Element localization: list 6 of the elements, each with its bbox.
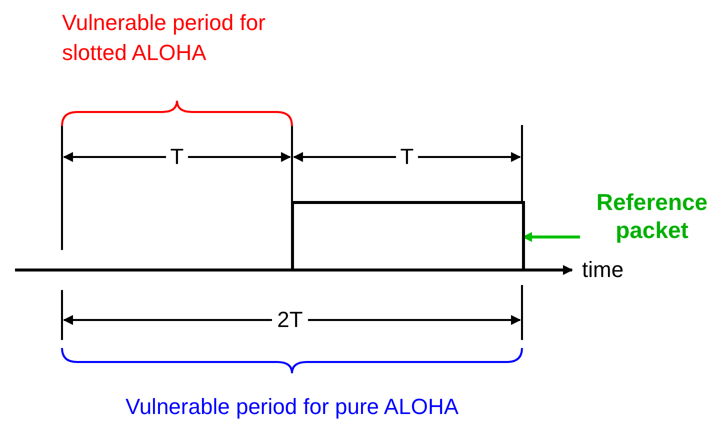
reference-packet-label: Reference packet bbox=[582, 188, 722, 248]
period-caption: Vulnerable period for pure ALOHA bbox=[124, 393, 460, 421]
packet-box bbox=[291, 201, 525, 270]
arrow bbox=[522, 232, 580, 242]
period-caption: Vulnerable period for slotted ALOHA bbox=[62, 9, 266, 67]
axis-label: time bbox=[582, 256, 625, 284]
